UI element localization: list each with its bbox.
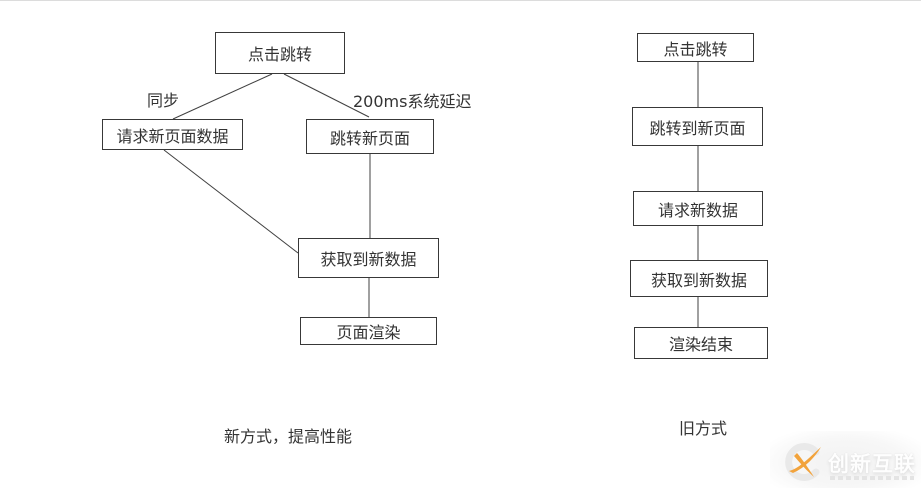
flow-node-r-jump-to-new-page: 跳转到新页面 [632, 107, 763, 146]
flow-node-r-click-jump: 点击跳转 [637, 33, 754, 62]
watermark-logo: 创新互联 [770, 431, 921, 488]
watermark-brand-text: 创新互联 [828, 452, 916, 476]
caption-new-method: 新方式，提高性能 [223, 427, 353, 446]
edge-label-sync: 同步 [147, 91, 180, 110]
watermark-tagline-microtext [830, 476, 914, 480]
flow-node-r-render-end: 渲染结束 [634, 327, 768, 359]
flow-node-click-jump: 点击跳转 [215, 32, 345, 74]
flow-node-jump-new-page: 跳转新页面 [306, 119, 434, 154]
c-swoosh-logo-icon [785, 443, 821, 481]
edge-request-to-got [163, 149, 299, 254]
flow-node-page-render: 页面渲染 [300, 317, 437, 345]
caption-old-method: 旧方式 [678, 419, 728, 438]
flow-node-request-new-page-data: 请求新页面数据 [102, 119, 243, 150]
edge-label-200ms-delay: 200ms系统延迟 [353, 92, 472, 111]
flow-node-r-got-new-data: 获取到新数据 [630, 260, 768, 297]
flow-node-got-new-data: 获取到新数据 [298, 238, 439, 278]
flow-node-r-request-new-data: 请求新数据 [633, 191, 763, 226]
edge-click-to-request [172, 73, 273, 120]
